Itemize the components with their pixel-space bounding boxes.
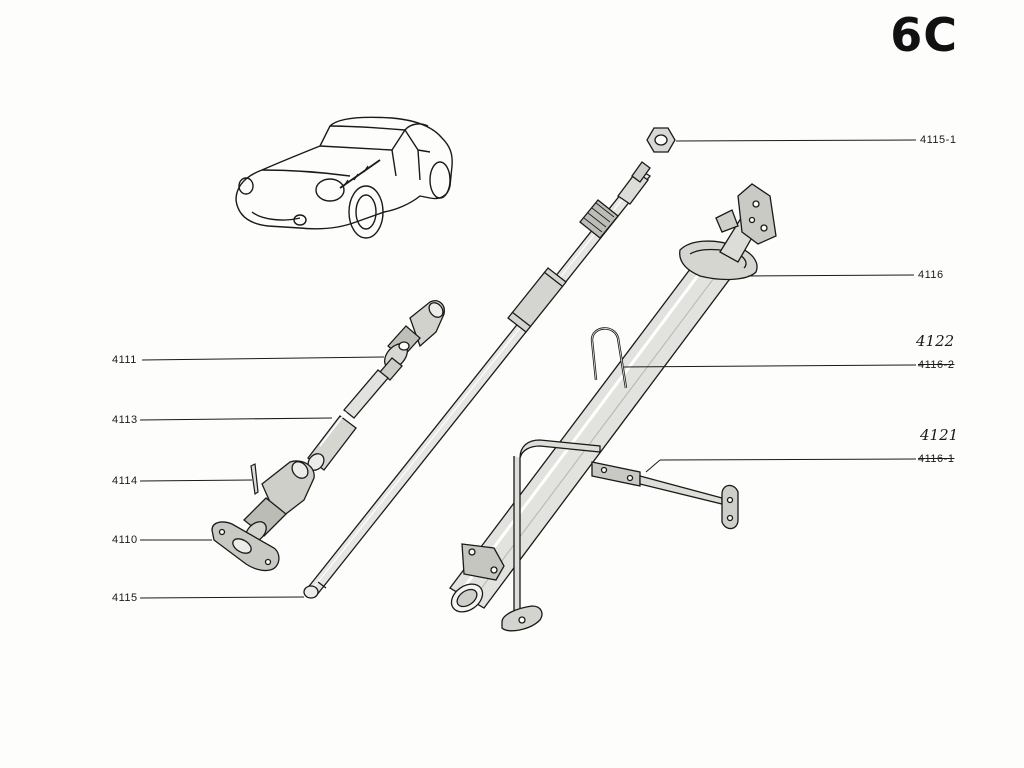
label-4111: 4111 xyxy=(112,354,137,366)
steering-shaft-4115 xyxy=(303,161,651,599)
label-4115-1: 4115-1 xyxy=(920,134,957,146)
label-4114: 4114 xyxy=(112,475,138,487)
u-bolt-4122 xyxy=(590,327,628,389)
intermediate-shaft-4113 xyxy=(307,369,389,471)
pin-4114 xyxy=(250,463,259,496)
label-4110: 4110 xyxy=(112,534,138,546)
label-4116: 4116 xyxy=(918,269,944,281)
label-4115: 4115 xyxy=(112,592,138,604)
lower-joint-4110 xyxy=(211,460,315,572)
car-illustration xyxy=(235,116,453,239)
nut-4115-1 xyxy=(646,127,676,153)
column-tube-4116 xyxy=(449,183,777,613)
label-4116-1-struck: 4116-1 xyxy=(918,453,955,465)
label-4116-2-struck: 4116-2 xyxy=(918,359,955,371)
brace-strut-4121 xyxy=(501,439,739,632)
label-4121-handwritten: 4121 xyxy=(920,426,959,444)
page-code: 6C xyxy=(890,8,958,62)
leader-lines xyxy=(139,139,917,599)
label-4122-handwritten: 4122 xyxy=(916,332,955,350)
universal-joint-4111 xyxy=(379,300,445,381)
label-4113: 4113 xyxy=(112,414,138,426)
